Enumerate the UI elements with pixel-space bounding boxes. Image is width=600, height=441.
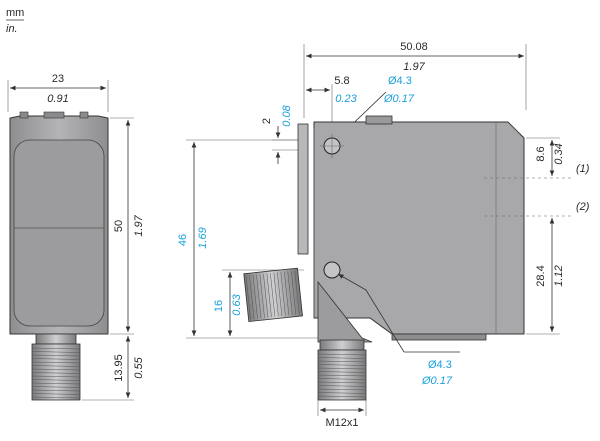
hole-offset-mm: 5.8 <box>334 75 349 87</box>
axis-label-2: (2) <box>576 201 590 213</box>
axis2-offset-mm: 28.4 <box>535 265 547 286</box>
thread-line <box>317 395 367 398</box>
thread-line <box>256 274 262 319</box>
hole-bottom-diam-mm: Ø4.3 <box>428 359 452 371</box>
hole-depth-in: 0.08 <box>281 104 293 126</box>
thread-line <box>252 274 258 319</box>
axis1-offset-in: 0.34 <box>553 143 565 164</box>
hole-spacing-in: 1.69 <box>197 227 209 248</box>
front-width-mm: 23 <box>52 73 64 85</box>
front-tab <box>19 111 29 119</box>
thread-line <box>280 271 286 316</box>
thread-lines <box>31 347 81 399</box>
side-foot <box>391 333 487 341</box>
thread-line <box>290 270 297 315</box>
thread-line <box>317 353 367 356</box>
thread-line <box>317 378 367 380</box>
thread-line <box>31 358 81 360</box>
mount-hole-bottom <box>323 261 341 279</box>
thread-line <box>287 271 293 315</box>
thread-line <box>294 270 300 315</box>
thread-line <box>31 365 81 367</box>
thread-line <box>31 347 81 350</box>
thread-line <box>317 360 367 363</box>
front-view: 23 0.91 50 1.97 13.95 0.55 <box>7 73 145 401</box>
thread-line <box>31 351 81 353</box>
thread-line <box>317 357 367 359</box>
front-tab <box>79 111 89 119</box>
connector-bracket <box>317 280 373 343</box>
thread-line <box>317 374 367 377</box>
angled-connector-body <box>243 267 303 322</box>
bottom-hole-leader <box>365 289 405 353</box>
thread-line <box>263 273 269 318</box>
axis1-offset-mm: 8.6 <box>535 146 547 161</box>
thread-line <box>284 271 290 316</box>
front-tab <box>43 111 65 119</box>
unit-mm: mm <box>6 7 24 19</box>
thread-line <box>31 396 81 399</box>
front-connector-mm: 13.95 <box>113 354 125 382</box>
front-width-in: 0.91 <box>47 93 68 105</box>
bottom-hole-leader <box>337 273 367 291</box>
thread-line <box>277 272 283 317</box>
side-length-mm: 50.08 <box>400 41 428 53</box>
thread-line <box>31 361 81 364</box>
front-connector-in: 0.55 <box>133 356 145 378</box>
angled-connector <box>243 267 303 322</box>
front-height-in: 1.97 <box>133 214 145 236</box>
axis-label-1: (1) <box>576 163 590 175</box>
conn-height-mm: 16 <box>213 300 225 312</box>
thread-line <box>317 388 367 391</box>
unit-in: in. <box>6 23 18 35</box>
thread-line <box>259 274 265 318</box>
side-view: 50.08 1.97 5.8 0.23 Ø4.3 Ø0.17 2 0.08 46… <box>177 41 590 429</box>
thread-line <box>31 393 81 395</box>
thread-line <box>31 375 81 378</box>
hole-offset-in: 0.23 <box>335 93 357 105</box>
thread-line <box>266 273 272 318</box>
thread-lines <box>317 353 367 398</box>
front-connector-base <box>35 333 77 345</box>
thread-line <box>31 354 81 357</box>
thread-line <box>31 379 81 381</box>
thread-line <box>317 367 367 370</box>
hole-depth-mm: 2 <box>261 118 273 124</box>
thread-line <box>317 371 367 373</box>
hole-top-diam-mm: Ø4.3 <box>388 75 412 87</box>
thread-line <box>249 275 255 319</box>
hole-spacing-mm: 46 <box>177 234 189 246</box>
hole-top-diam-in: Ø0.17 <box>383 93 415 105</box>
front-flange <box>297 123 309 255</box>
side-top-tab <box>365 115 393 125</box>
thread-line <box>317 392 367 394</box>
thread-line <box>31 389 81 392</box>
front-lens <box>13 139 105 327</box>
thread-line <box>245 275 251 320</box>
thread-line <box>273 272 279 317</box>
hole-bottom-diam-in: Ø0.17 <box>421 375 453 387</box>
thread-line <box>31 368 81 371</box>
units-legend: mm in. <box>6 7 24 35</box>
thread-line <box>317 385 367 387</box>
side-connector-base <box>319 339 365 351</box>
thread-line <box>317 364 367 366</box>
thread-line <box>270 272 276 317</box>
thread-line <box>31 386 81 388</box>
thread-lines <box>245 270 300 320</box>
thread-line <box>31 382 81 385</box>
conn-height-in: 0.63 <box>231 293 243 315</box>
front-height-mm: 50 <box>113 220 125 232</box>
axis2-offset-in: 1.12 <box>553 265 565 286</box>
chamfer-line <box>507 121 521 135</box>
side-housing <box>313 121 525 335</box>
side-length-in: 1.97 <box>403 61 425 73</box>
thread-line <box>317 381 367 384</box>
thread-label: M12x1 <box>325 417 358 429</box>
thread-line <box>31 372 81 374</box>
